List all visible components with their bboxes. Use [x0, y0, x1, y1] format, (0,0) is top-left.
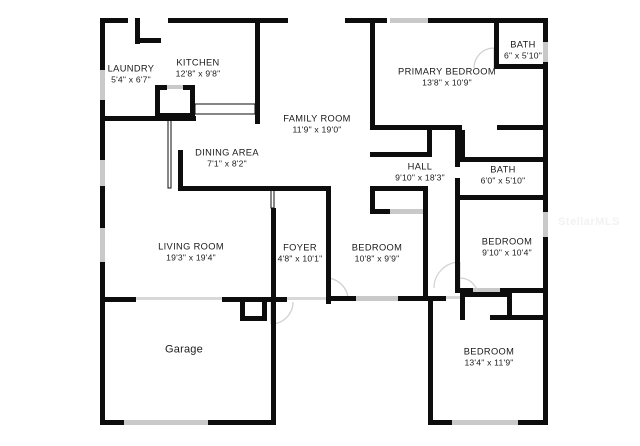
bed-c-bottom — [326, 296, 356, 301]
window-bot-garage — [124, 420, 208, 425]
hall-vert-1 — [455, 125, 460, 167]
exterior-top-left — [100, 18, 128, 23]
kitchen-island-r — [190, 85, 195, 118]
bed-b-left — [428, 300, 433, 425]
exterior-bottom-gar2 — [208, 420, 276, 425]
dining-left — [178, 150, 183, 190]
family-left-wall — [255, 18, 260, 124]
bed-c-right — [423, 209, 428, 300]
hall-closet-l — [370, 186, 375, 214]
foyer-partition — [270, 189, 275, 209]
window-left-2 — [100, 160, 105, 186]
bath-hall-bot2 — [460, 195, 548, 200]
primary-left-wall — [370, 18, 375, 128]
exterior-top-kitchen — [168, 18, 288, 23]
exterior-top-family — [345, 18, 387, 23]
laundry-right — [135, 18, 140, 44]
bed-b-closet-t — [460, 292, 512, 297]
exterior-left-mid1 — [100, 100, 105, 160]
window-bed-c-bot — [356, 296, 398, 301]
window-bot-bed — [452, 420, 518, 425]
exterior-bottom-bed — [428, 420, 452, 425]
window-layer — [100, 18, 548, 425]
primary-closet-b — [370, 152, 432, 157]
dining-bottom — [178, 186, 278, 191]
kitchen-island-b — [155, 113, 195, 118]
window-bed-r-bot — [473, 288, 500, 293]
window-right-1 — [543, 42, 548, 62]
wall-layer — [100, 18, 548, 425]
kitchen-island-t — [155, 85, 167, 90]
bath-top-bottom-wall — [494, 64, 548, 69]
window-top-primary — [390, 18, 430, 23]
exterior-top-primary — [428, 18, 548, 23]
family-bot-wall — [276, 186, 326, 191]
hall-closet-r — [423, 186, 428, 214]
window-island-top — [167, 85, 183, 89]
door-foyer-opening — [287, 297, 326, 300]
window-right-2 — [543, 212, 548, 237]
laundry-right-b — [135, 38, 161, 43]
laundry-partition — [167, 115, 172, 189]
window-hall-closet — [390, 209, 423, 214]
hall-closet-b — [370, 209, 390, 214]
exterior-left-upper — [100, 18, 105, 70]
living-foyer-wall — [271, 208, 276, 300]
bath-hall-left — [460, 130, 465, 162]
gar-stub-b — [240, 316, 267, 321]
foyer-gar-top — [271, 297, 287, 302]
bath-top-left-wall — [494, 18, 499, 68]
bed-c-bottom2 — [398, 296, 428, 301]
bed-b-closet-b — [490, 315, 548, 320]
hall-top-seg — [432, 125, 462, 130]
garage-right-wall — [271, 297, 276, 425]
garage-top-wall — [100, 297, 136, 302]
exterior-bottom-bed2 — [518, 420, 548, 425]
exterior-left-lower — [100, 262, 105, 302]
garage-top-wall-b — [222, 297, 276, 302]
bed-b-closet-l — [460, 292, 465, 320]
laundry-bottom — [100, 116, 196, 121]
bath-hall-bot — [460, 157, 548, 162]
exterior-right-c — [543, 237, 548, 425]
bed-r-left — [455, 195, 460, 293]
door-hall-opening — [446, 296, 460, 299]
exterior-left-mid2 — [100, 186, 105, 228]
window-left-3 — [100, 228, 105, 262]
gar-stub-r — [262, 300, 267, 320]
bed-b-top — [428, 296, 446, 301]
foyer-right — [326, 296, 331, 304]
kitchen-counter — [194, 103, 256, 115]
bed-c-left — [326, 186, 331, 300]
window-left-1 — [100, 70, 105, 100]
exterior-left-garage — [100, 297, 105, 425]
bed-r-bottom2 — [500, 288, 548, 293]
exterior-right-top — [543, 18, 548, 42]
kitchen-island-t2 — [183, 85, 195, 90]
gar-stub-l — [240, 300, 245, 320]
primary-bot-wall — [370, 125, 432, 130]
hall-top-seg2 — [497, 125, 548, 130]
bed-b-closet-r — [507, 292, 512, 320]
bed-r-bottom — [455, 288, 473, 293]
door-swing-primary-bath — [473, 47, 495, 69]
kitchen-island-l — [155, 85, 160, 118]
door-living-garage — [136, 297, 222, 300]
hall-closet-t — [370, 186, 428, 191]
exterior-right-b — [543, 62, 548, 212]
exterior-bottom-garage — [100, 420, 124, 425]
primary-closet-r — [427, 125, 432, 157]
